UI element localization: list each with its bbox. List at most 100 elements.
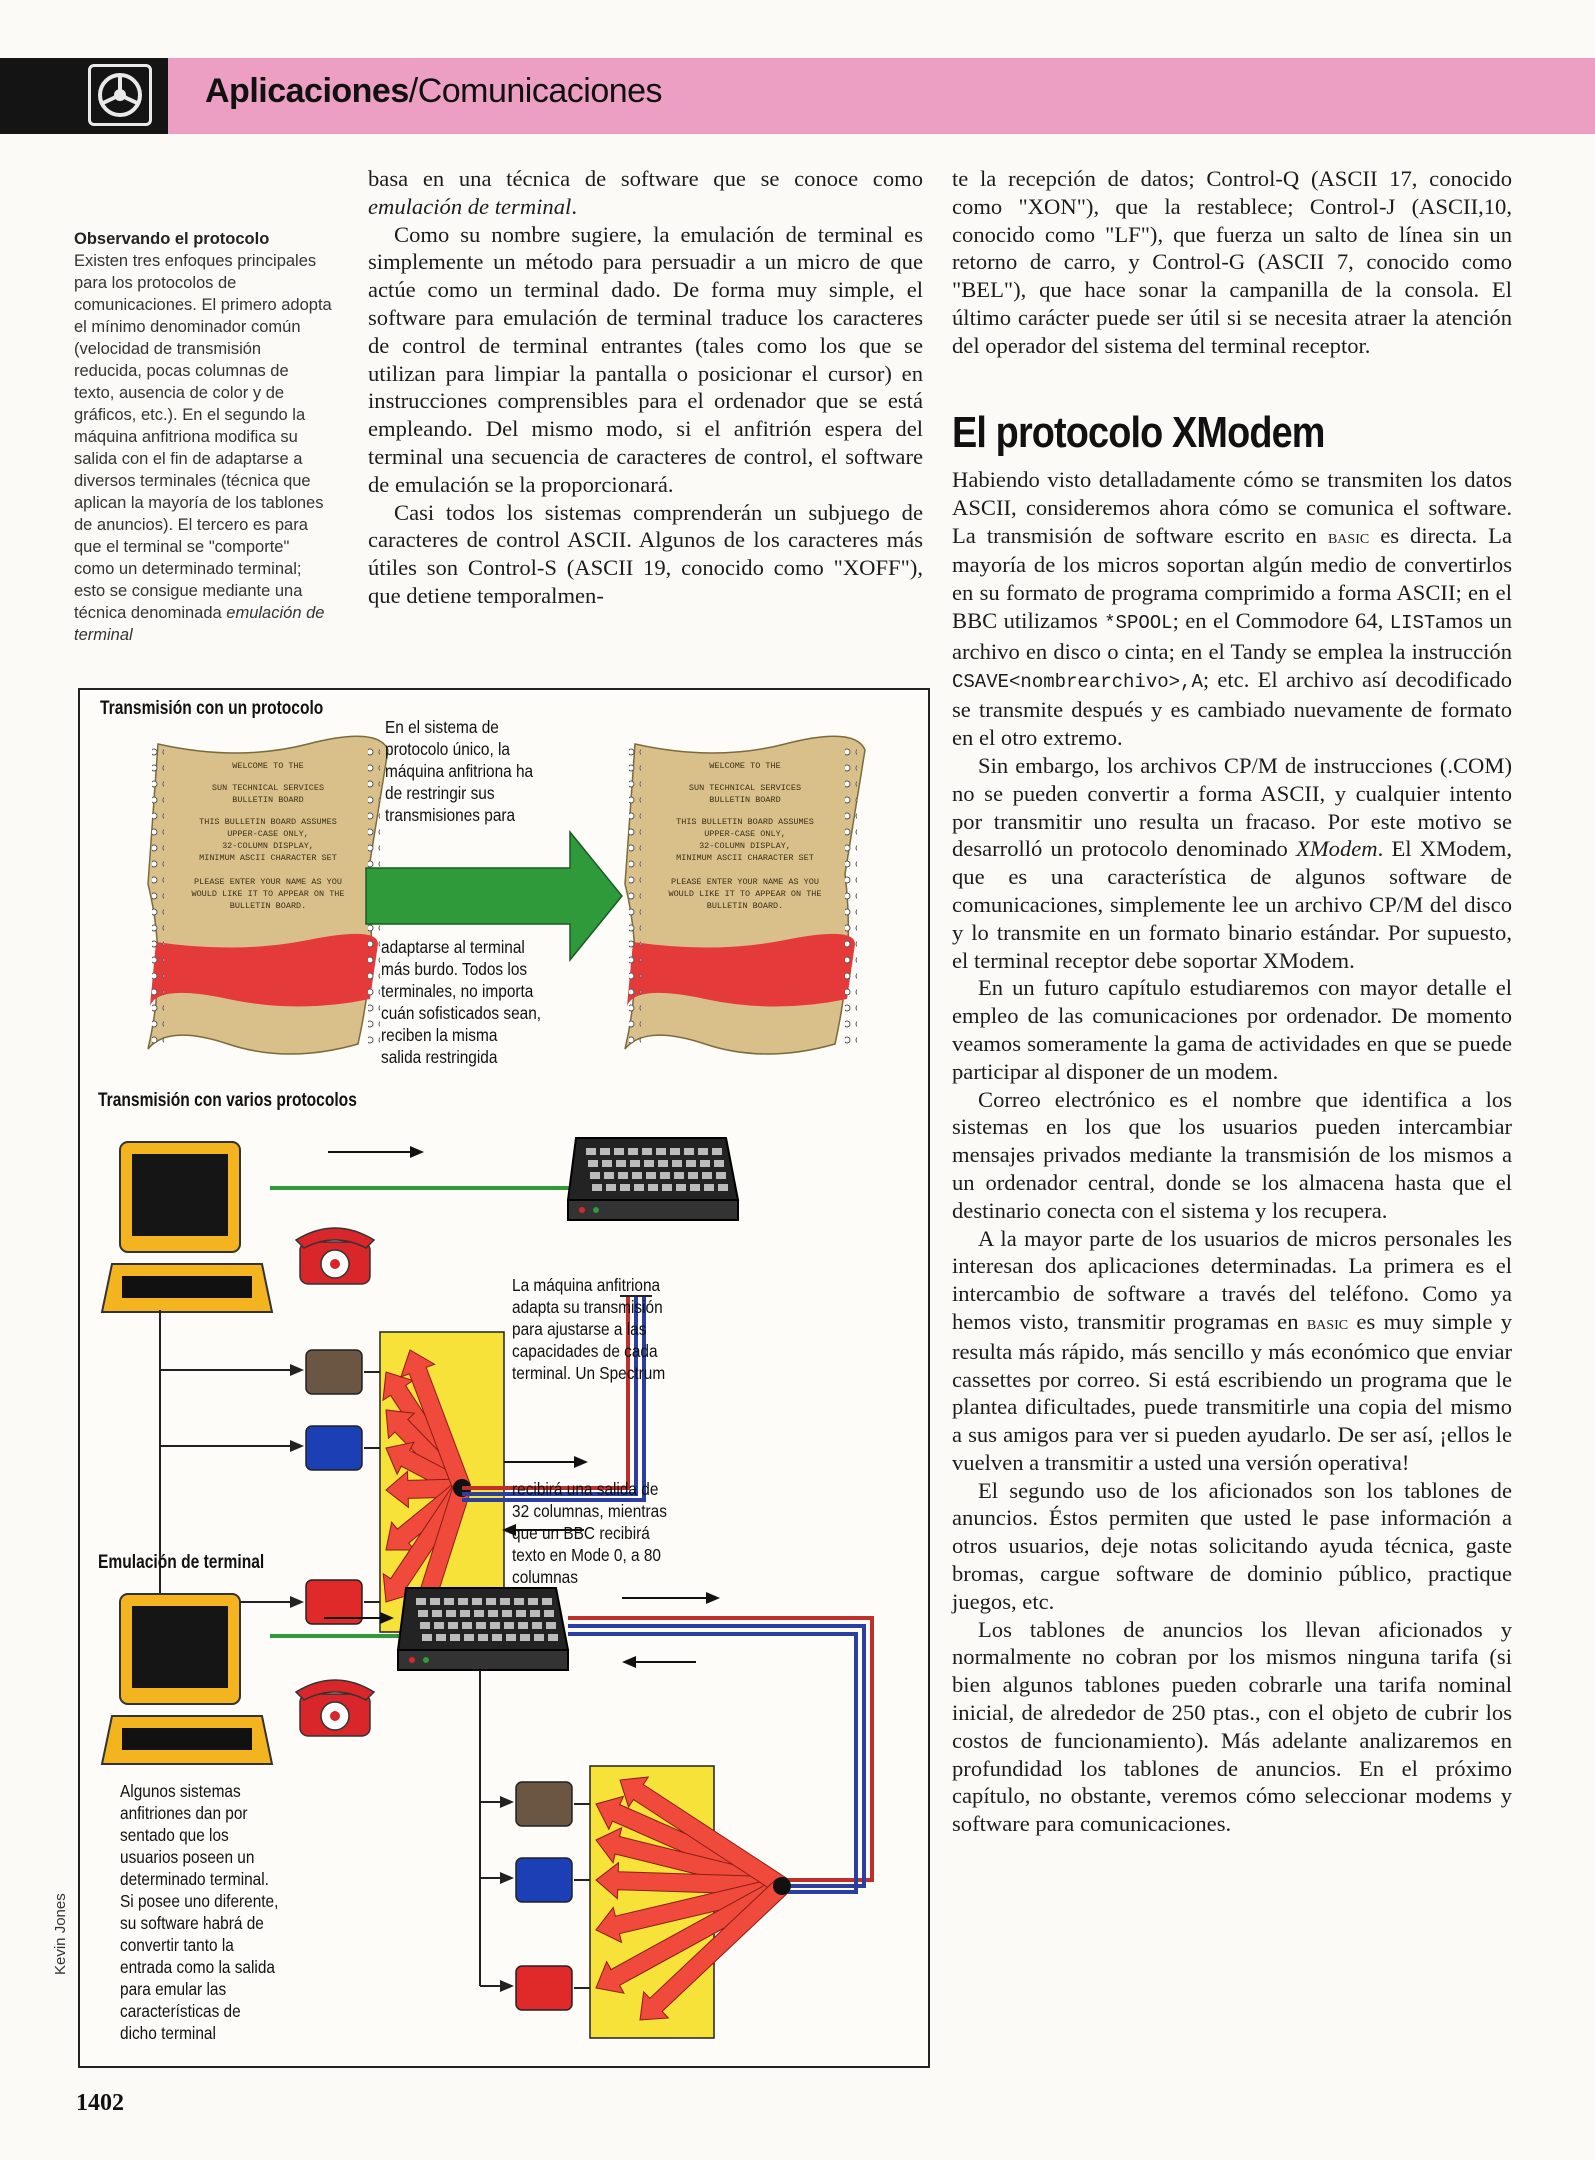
keyboard-key [600,1148,610,1155]
printout-line: MINIMUM ASCII CHARACTER SET [676,853,814,863]
keyboard-key [698,1148,708,1155]
keyboard-key [504,1622,514,1629]
keyboard-key [514,1598,524,1605]
steering-wheel-icon [88,64,152,126]
keyboard-key [674,1172,684,1179]
keyboard-key [432,1610,442,1617]
text: ; en el Commodore 64, [1172,607,1390,633]
routing-arrow [639,1878,789,2021]
printout-line: WELCOME TO THE [232,761,303,771]
keyboard-key [516,1610,526,1617]
printout-line: WOULD LIKE IT TO APPEAR ON THE [191,889,344,899]
keyboard-key [534,1634,544,1641]
keyboard-key [614,1148,624,1155]
keyboard-key [458,1598,468,1605]
figure-caption-multi-bottom: recibirá una salida de 32 columnas, mien… [512,1479,667,1587]
green-arrow [365,829,623,963]
routing-arrow [619,1776,788,1895]
keyboard-key [620,1184,630,1191]
keyboard-key [684,1148,694,1155]
sidebar-title: Observando el protocolo [74,230,270,248]
text: amos un archivo en disco o cinta; en el … [952,607,1512,664]
keyboard-key [460,1610,470,1617]
terminal-brown-2 [515,1781,573,1827]
paragraph: Habiendo visto detalladamente cómo se tr… [952,466,1512,752]
protocol-router-1 [379,1331,505,1633]
keyboard-key [486,1598,496,1605]
printout-line: BULLETIN BOARD. [230,901,307,911]
keyboard-key [446,1610,456,1617]
sidebar-caption: Observando el protocolo Existen tres enf… [74,228,332,646]
paragraph: El segundo uso de los aficionados son lo… [952,1477,1512,1614]
keyboard-key [634,1184,644,1191]
keyboard-key [420,1622,430,1629]
keyboard-key [418,1610,428,1617]
keyboard-key [462,1622,472,1629]
keyboard-key [548,1634,558,1641]
keyboard-key [448,1622,458,1629]
sidebar-body: Existen tres enfoques principales para l… [74,252,332,622]
keyboard-key [416,1598,426,1605]
keyboard-key [590,1172,600,1179]
host-computer-spectrum-1 [566,1137,740,1221]
keyboard-key [700,1160,710,1167]
telephone-icon-2 [294,1679,376,1737]
keyboard-key [630,1160,640,1167]
paragraph: A la mayor parte de los usuarios de micr… [952,1225,1512,1477]
paragraph: Correo electrónico es el nombre que iden… [952,1086,1512,1223]
printout-paper-left [147,735,389,1055]
article-heading: El protocolo XModem [952,408,1325,457]
keyboard-key [656,1148,666,1155]
printout-line: 32-COLUMN DISPLAY, [222,841,314,851]
keyboard-key [618,1172,628,1179]
figure-caption-emulation: Algunos sistemas anfitriones dan por sen… [120,1781,279,2043]
header-bar [168,58,1595,134]
paragraph: En un futuro capítulo estudiaremos con m… [952,975,1512,1084]
printout-line: PLEASE ENTER YOUR NAME AS YOU [671,877,819,887]
keyboard-key [472,1598,482,1605]
text: . [571,193,577,219]
keyboard-key [616,1160,626,1167]
keyboard-key [716,1172,726,1179]
keyboard-key [492,1634,502,1641]
terminal-red-1 [305,1579,363,1625]
keyboard-key [704,1184,714,1191]
keyboard-key [676,1184,686,1191]
keyboard-key [506,1634,516,1641]
figure-heading-emulation: Emulación de terminal [98,1552,265,1573]
basic-keyword: basic [1327,525,1370,548]
keyboard-key [712,1148,722,1155]
keyboard-key [444,1598,454,1605]
printout-line: PLEASE ENTER YOUR NAME AS YOU [194,877,342,887]
terminal-computer-2 [100,1593,274,1765]
keyboard-key [488,1610,498,1617]
text: es muy simple y resulta más rápido, más … [952,1308,1512,1475]
keyboard-key [644,1160,654,1167]
keyboard-key [520,1634,530,1641]
printout-line: WELCOME TO THE [709,761,780,771]
keyboard-key [502,1610,512,1617]
keyboard-key [518,1622,528,1629]
keyboard-key [658,1160,668,1167]
figure-caption-single-top: En el sistema de protocolo único, la máq… [385,717,534,825]
keyboard-key [688,1172,698,1179]
keyboard-key [606,1184,616,1191]
keyboard-key [476,1622,486,1629]
text: Sin embargo, los archivos CP/M de instru… [952,752,1512,862]
figure-caption-single-bottom: adaptarse al terminal más burdo. Todos l… [381,937,542,1067]
keyboard-key [646,1172,656,1179]
keyboard-key [544,1610,554,1617]
keyboard-key [632,1172,642,1179]
emulator-computer [396,1587,570,1671]
paragraph: Sin embargo, los archivos CP/M de instru… [952,752,1512,974]
text: basa en una técnica de software que se c… [368,166,923,191]
terminal-blue-2 [515,1857,573,1903]
printout-line: BULLETIN BOARD [232,795,303,805]
printout-line: BULLETIN BOARD [709,795,780,805]
keyboard-key [602,1160,612,1167]
article-column-1: basa en una técnica de software que se c… [368,165,923,610]
sidebar-body-emphasis: emulación de terminal [74,604,325,644]
printout-line: MINIMUM ASCII CHARACTER SET [199,853,337,863]
